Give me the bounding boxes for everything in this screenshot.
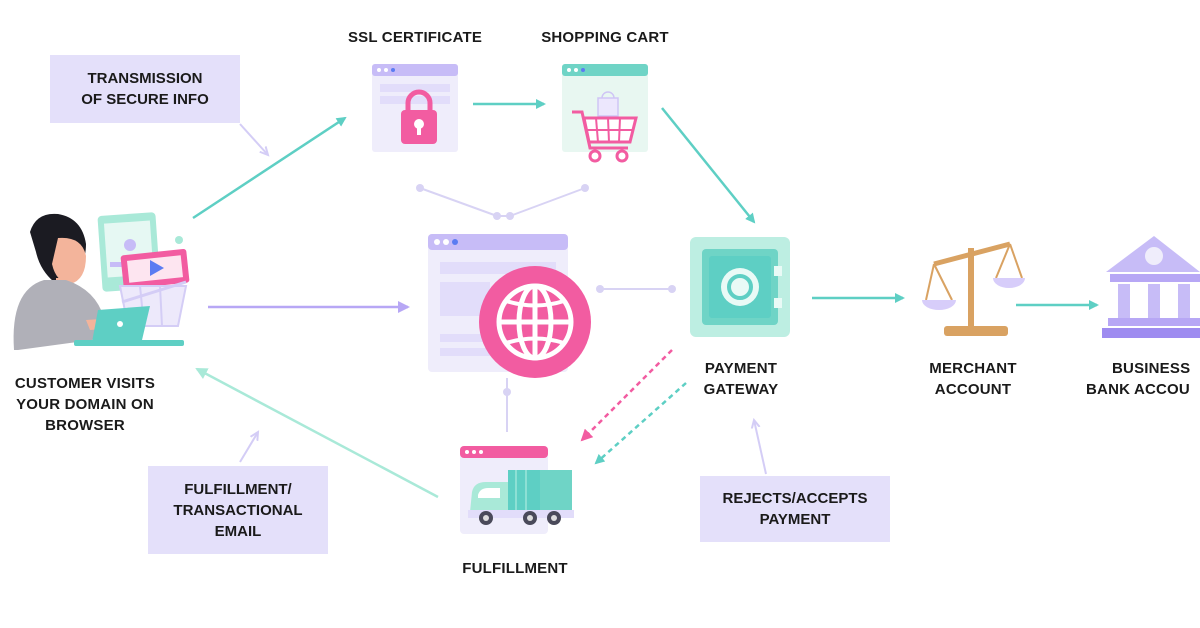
flow-arrows: [192, 99, 1099, 499]
fulfillment-label: FULFILLMENT: [440, 558, 590, 579]
gateway-label-line1: PAYMENT: [704, 360, 778, 377]
shopping-cart-label: SHOPPING CART: [525, 27, 685, 48]
bank-label-line2: BANK ACCOU: [1086, 381, 1190, 398]
bank-label-line1: BUSINESS: [1112, 360, 1191, 377]
ssl-certificate-window: [372, 64, 458, 152]
merchant-label-line2: ACCOUNT: [934, 381, 1012, 398]
payment-gateway-label: PAYMENT GATEWAY: [688, 358, 794, 400]
email-note-line3: EMAIL: [214, 522, 262, 540]
gateway-label-line2: GATEWAY: [703, 381, 779, 398]
customer-visits-label: CUSTOMER VISITS YOUR DOMAIN ON BROWSER: [0, 373, 170, 436]
transactional-email-note: FULFILLMENT/ TRANSACTIONAL EMAIL: [148, 466, 328, 554]
delivery-truck-icon: [468, 470, 574, 525]
arrow-fulfillment-to-customer: [195, 367, 439, 499]
arrow-gateway-to-fulfillment-teal: [594, 382, 687, 465]
arrow-cart-to-gateway: [661, 107, 756, 224]
email-note-line2: TRANSACTIONAL: [173, 501, 303, 519]
connector-dots: [416, 184, 676, 396]
safe-icon: [690, 237, 790, 337]
bank-icon: [1102, 236, 1200, 338]
payment-note-line1: REJECTS/ACCEPTS: [722, 490, 868, 507]
customer-illustration: [13, 212, 190, 350]
payment-note-line2: PAYMENT: [759, 511, 831, 528]
arrow-customer-to-ssl: [192, 116, 347, 220]
email-note-line1: FULFILLMENT/: [184, 480, 292, 498]
padlock-icon: [401, 89, 437, 144]
shopping-cart-title: SHOPPING CART: [541, 29, 669, 46]
fulfillment-window: [460, 446, 574, 534]
pointer-email-note: [239, 432, 258, 463]
secure-note-line2: OF SECURE INFO: [81, 91, 209, 108]
shopping-cart-window: [562, 64, 648, 163]
pointer-secure-note: [239, 123, 268, 155]
arrow-gateway-to-fulfillment-pink: [580, 349, 673, 442]
merchant-label-line1: MERCHANT: [929, 360, 1017, 377]
ssl-certificate-label: SSL CERTIFICATE: [335, 27, 495, 48]
scales-icon: [922, 241, 1025, 336]
merchant-account-label: MERCHANT ACCOUNT: [918, 358, 1028, 400]
ssl-certificate-title: SSL CERTIFICATE: [347, 29, 483, 46]
business-bank-label: BUSINESS BANK ACCOU: [1086, 358, 1200, 400]
customer-label-line2: YOUR DOMAIN ON: [16, 396, 154, 413]
fulfillment-title: FULFILLMENT: [462, 560, 568, 577]
connector-lines: [419, 187, 672, 432]
pointer-payment-note: [754, 420, 767, 475]
secure-note-line1: TRANSMISSION: [87, 70, 203, 87]
customer-label-line3: BROWSER: [45, 417, 125, 434]
customer-label-line1: CUSTOMER VISITS: [14, 375, 156, 392]
shopping-cart-icon: [572, 91, 638, 163]
globe-icon: [479, 266, 591, 378]
website-window: [428, 234, 591, 378]
secure-info-note: TRANSMISSION OF SECURE INFO: [50, 55, 240, 123]
rejects-accepts-payment-note: REJECTS/ACCEPTS PAYMENT: [700, 476, 890, 542]
